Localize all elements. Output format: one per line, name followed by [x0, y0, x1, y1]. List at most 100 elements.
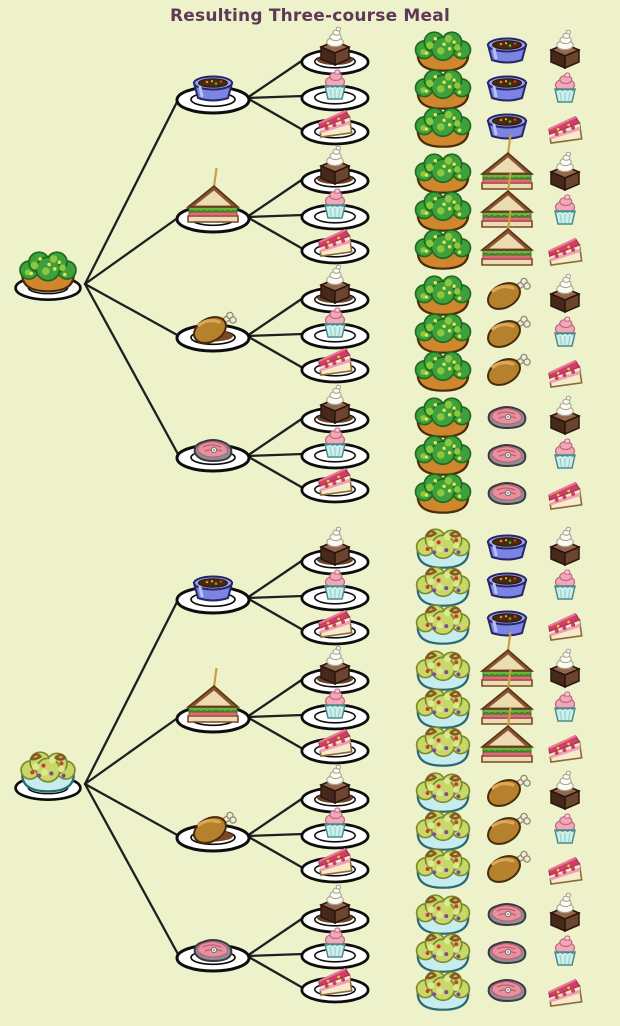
- result-caesar-salad-icon: [415, 527, 471, 570]
- tree0-steak-dessert-choc-cake: [300, 384, 370, 434]
- result-row-8: [414, 313, 576, 354]
- choc-cake-icon: [320, 526, 350, 566]
- result-row-20: [415, 809, 576, 852]
- result-caesar-salad-icon: [415, 893, 471, 936]
- tree0-chicken-leg-dessert-cake-slice: [300, 347, 370, 384]
- result-choc-cake-icon: [550, 151, 580, 191]
- green-salad-icon: [18, 251, 78, 293]
- result-cupcake-icon: [554, 316, 576, 347]
- result-soup-icon: [486, 610, 528, 637]
- result-cake-slice-icon: [546, 481, 583, 511]
- tree1-chicken-leg-dessert-cake-slice: [300, 847, 370, 884]
- connector-line: [83, 782, 181, 958]
- tree1-chicken-leg-dessert-cupcake: [300, 807, 370, 850]
- result-cake-slice-icon: [546, 978, 583, 1008]
- result-soup-icon: [486, 572, 528, 599]
- tree1-node-soup: [175, 575, 251, 615]
- result-row-22: [415, 892, 580, 936]
- tree1-soup-dessert-choc-cake: [300, 526, 370, 576]
- result-row-7: [414, 273, 580, 316]
- caesar-salad-icon: [19, 750, 77, 793]
- result-chicken-leg-icon: [481, 811, 532, 851]
- steak-icon: [193, 939, 233, 962]
- result-row-24: [415, 969, 583, 1012]
- tree0-sandwich-dessert-choc-cake: [300, 145, 370, 195]
- choc-cake-icon: [320, 264, 350, 304]
- connector-line: [245, 452, 305, 458]
- tree-nodes: [14, 26, 370, 1004]
- tree1-sandwich-dessert-choc-cake: [300, 645, 370, 695]
- tree1-root-caesar-salad: [14, 750, 82, 802]
- tree0-soup-dessert-cake-slice: [300, 109, 370, 146]
- connector-line: [83, 282, 181, 458]
- result-cupcake-icon: [554, 438, 576, 469]
- tree1-node-steak: [175, 939, 251, 973]
- cake-slice-icon: [316, 728, 353, 758]
- result-row-10: [414, 395, 580, 438]
- result-cupcake-icon: [554, 569, 576, 600]
- result-sandwich-icon: [480, 630, 534, 688]
- cake-slice-icon: [316, 228, 353, 258]
- result-caesar-salad-icon: [415, 771, 471, 814]
- result-caesar-salad-icon: [415, 603, 471, 646]
- connector-line: [245, 454, 305, 490]
- result-row-13: [415, 526, 580, 570]
- tree1-sandwich-dessert-cupcake: [300, 688, 370, 731]
- page-title: Resulting Three-course Meal: [170, 6, 450, 26]
- connector-line: [245, 952, 305, 958]
- result-caesar-salad-icon: [415, 649, 471, 692]
- cake-slice-icon: [316, 967, 353, 997]
- result-cupcake-icon: [554, 813, 576, 844]
- result-chicken-leg-icon: [481, 276, 532, 316]
- tree0-node-soup: [175, 75, 251, 115]
- result-choc-cake-icon: [550, 770, 580, 810]
- choc-cake-icon: [320, 145, 350, 185]
- result-steak-icon: [487, 903, 527, 926]
- result-choc-cake-icon: [550, 273, 580, 313]
- tree1-steak-dessert-cake-slice: [300, 967, 370, 1004]
- result-row-19: [415, 770, 580, 814]
- tree0-root-green-salad: [14, 251, 82, 302]
- tree0-steak-dessert-cupcake: [300, 427, 370, 470]
- steak-icon: [193, 439, 233, 462]
- result-green-salad-icon: [414, 153, 472, 194]
- choc-cake-icon: [320, 764, 350, 804]
- cake-slice-icon: [316, 109, 353, 139]
- cake-slice-icon: [316, 847, 353, 877]
- result-cake-slice-icon: [546, 612, 583, 642]
- tree1-node-chicken-leg: [175, 810, 251, 853]
- result-cake-slice-icon: [546, 856, 583, 886]
- result-choc-cake-icon: [550, 526, 580, 566]
- result-steak-icon: [487, 406, 527, 429]
- connector-lines: [83, 58, 305, 990]
- connector-line: [245, 713, 305, 719]
- result-cake-slice-icon: [546, 734, 583, 764]
- connector-line: [83, 215, 181, 286]
- result-soup-icon: [486, 37, 528, 64]
- choc-cake-icon: [320, 26, 350, 66]
- result-chicken-leg-icon: [481, 352, 532, 392]
- connector-line: [245, 96, 305, 132]
- tree0-steak-dessert-cake-slice: [300, 467, 370, 504]
- connector-line: [245, 832, 305, 838]
- connector-line: [245, 677, 305, 719]
- result-caesar-salad-icon: [415, 931, 471, 974]
- result-green-salad-icon: [414, 473, 472, 514]
- result-caesar-salad-icon: [415, 809, 471, 852]
- result-steak-icon: [487, 444, 527, 467]
- result-row-12: [414, 473, 583, 514]
- result-cupcake-icon: [554, 935, 576, 966]
- result-green-salad-icon: [414, 351, 472, 392]
- result-choc-cake-icon: [550, 29, 580, 69]
- result-choc-cake-icon: [550, 648, 580, 688]
- result-steak-icon: [487, 979, 527, 1002]
- result-row-9: [414, 351, 583, 392]
- connector-line: [245, 296, 305, 338]
- connector-line: [245, 558, 305, 600]
- connector-line: [83, 282, 181, 338]
- soup-icon: [192, 575, 234, 602]
- result-row-23: [415, 931, 576, 974]
- result-caesar-salad-icon: [415, 687, 471, 730]
- result-green-salad-icon: [414, 275, 472, 316]
- tree1-soup-dessert-cake-slice: [300, 609, 370, 646]
